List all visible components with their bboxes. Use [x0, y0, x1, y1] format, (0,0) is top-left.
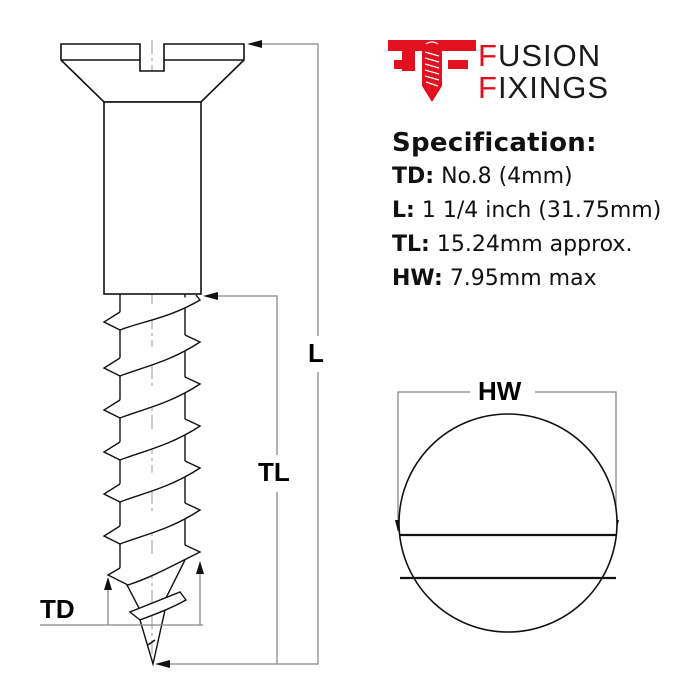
spec-row-thread-diameter: TD: No.8 (4mm) — [392, 164, 573, 189]
fusion-fixings-logo-mark — [388, 40, 476, 102]
screw-head-top-view — [398, 413, 618, 633]
spec-row-length: L: 1 1/4 inch (31.75mm) — [392, 198, 662, 223]
screw-head — [60, 43, 245, 103]
spec-row-head-width: HW: 7.95mm max — [392, 266, 597, 291]
specification-title: Specification: — [392, 128, 597, 158]
specification-panel: Specification: TD: No.8 (4mm) L: 1 1/4 i… — [392, 126, 661, 296]
spec-row-thread-length: TL: 15.24mm approx. — [392, 232, 633, 257]
brand-name: FUSION FIXINGS — [478, 38, 610, 105]
dimension-label-length: L — [308, 338, 324, 368]
dimension-label-head-width: HW — [478, 376, 522, 406]
dimension-label-thread-diameter: TD — [40, 594, 75, 624]
screw-thread — [102, 294, 202, 667]
dimension-label-thread-length: TL — [258, 457, 290, 487]
screw-shank — [103, 101, 202, 295]
